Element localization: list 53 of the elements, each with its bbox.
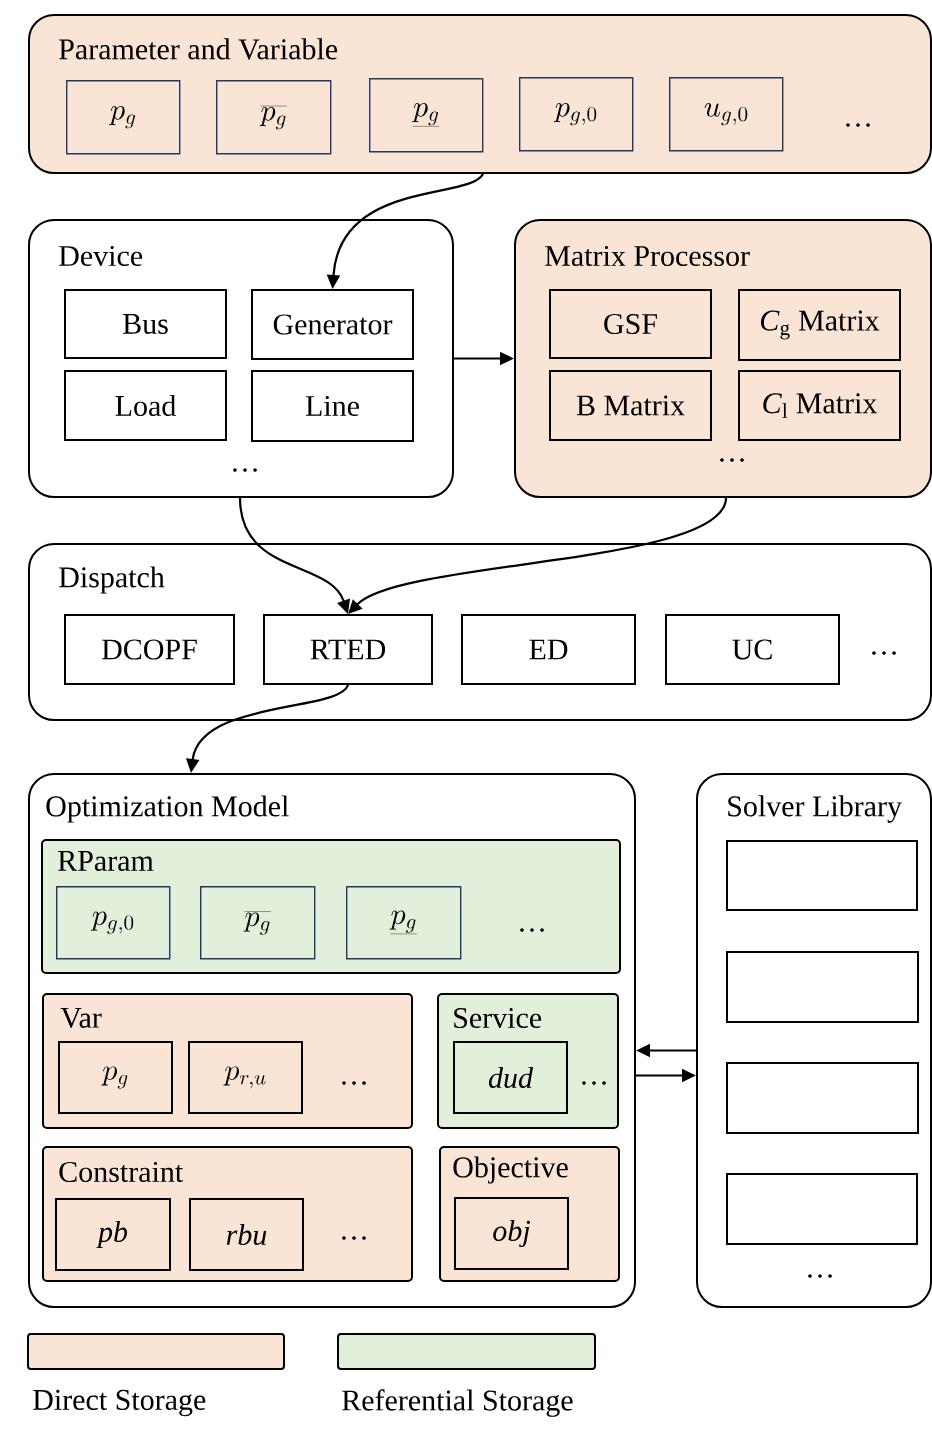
symbol-box: $p_{g,0}$ [519,77,634,152]
symbol-box: $\mathit{obj}$ [454,1197,569,1270]
symbol-box: $\mathit{pb}$ [55,1198,171,1271]
ellipsis: … [872,651,896,655]
symbol-box: $\underline{p_g}$ [369,78,484,153]
panel-heading: Service [454,1007,542,1029]
item-box: DCOPF [64,614,235,685]
item-box: Line [251,370,414,442]
panel-heading: Solver Library [728,795,902,823]
panel-heading: Objective [453,1156,568,1184]
empty-box [726,1062,919,1134]
ellipsis: … [808,1274,832,1278]
panel-heading: Matrix Processor [545,245,750,267]
ellipsis: … [342,1081,366,1085]
empty-box [726,840,918,911]
panel-heading: Device [59,245,143,267]
symbol-box: $\mathit{rbu}$ [189,1198,304,1271]
item-box: C$_{l}$ Matrix [738,370,901,441]
item-box: ED [461,614,636,685]
item-box: UC [665,614,840,685]
panel-heading: Dispatch [59,566,165,594]
item-box: Bus [64,289,227,359]
item-box: Load [64,370,227,441]
item-box: Generator [251,289,414,360]
symbol-box: $\mathit{dud}$ [453,1041,568,1114]
item-box: RTED [263,614,433,685]
ellipsis: … [233,468,257,472]
ellipsis: … [342,1236,366,1240]
symbol-box: $p_{r,u}$ [188,1041,303,1114]
ellipsis: … [582,1081,606,1085]
item-box: GSF [549,289,712,359]
panel-heading: Optimization Model [46,795,289,823]
symbol-box: $u_{g,0}$ [669,77,784,152]
item-box: C$_{g}$ Matrix [738,289,901,361]
panel-heading: Var [60,1007,102,1029]
item-box: B Matrix [549,370,712,441]
ellipsis: … [520,928,544,932]
ellipsis: … [846,123,870,127]
symbol-box: $p_g$ [66,80,181,155]
panel-heading: Parameter and Variable [59,38,338,60]
panel-heading: RParam [58,851,154,871]
symbol-box: $\overline{p_g}$ [216,80,332,155]
panel-heading: Constraint [59,1161,184,1183]
ellipsis: … [720,458,744,462]
empty-box [726,1173,918,1245]
legend-label: Referential Storage [342,1389,573,1417]
legend-label: Direct Storage [33,1389,206,1417]
symbol-box: $p_g$ [58,1041,173,1114]
symbol-box: $p_{g,0}$ [56,886,171,960]
symbol-box: $\underline{p_g}$ [346,886,462,960]
arrow [348,497,727,614]
symbol-box: $\overline{p_g}$ [200,886,316,960]
empty-box [726,951,919,1023]
